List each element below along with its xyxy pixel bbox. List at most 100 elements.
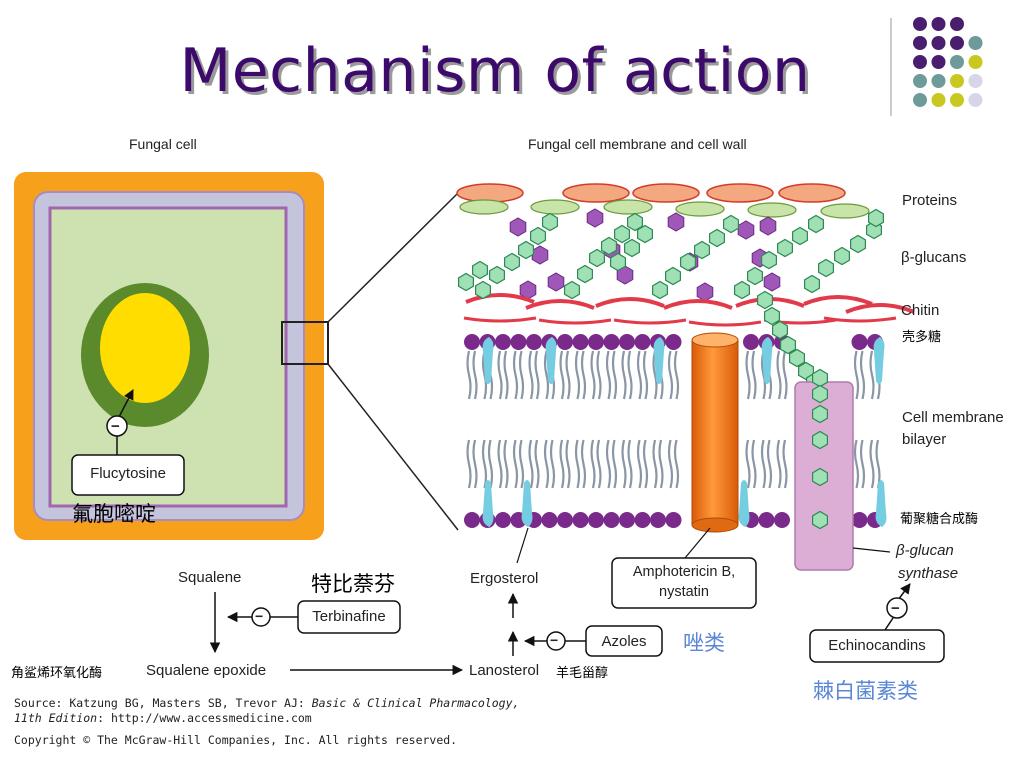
ergosterol-pointer — [516, 527, 529, 564]
glucan-unit — [756, 290, 774, 310]
echinocandins-inhibit-circle — [886, 597, 908, 619]
decorative-dot — [950, 17, 964, 31]
ergosterol-molecule-top — [873, 337, 885, 384]
glucan-unit — [458, 272, 474, 292]
lipid-tail-top — [745, 350, 757, 400]
glucan-unit — [817, 258, 835, 278]
glucan-unit — [623, 238, 641, 258]
decorative-dot — [913, 93, 927, 107]
azoles-box — [585, 625, 663, 657]
chitin-strand — [823, 316, 897, 323]
decorative-dot — [950, 74, 964, 88]
lipid-tail-bottom — [512, 439, 525, 489]
lipid-tail-bottom — [869, 439, 881, 489]
squalene-epoxidase-cn-label: 角鲨烯环氧化酶 — [11, 666, 103, 681]
lipid-bilayer — [464, 334, 887, 528]
amphotericin-label-line2: nystatin — [659, 584, 709, 600]
zoom-region-box — [281, 321, 329, 365]
lipid-head-bottom — [541, 512, 558, 528]
lipid-tail-top — [853, 350, 866, 400]
glucan-unit — [693, 240, 711, 260]
wall-protein-inner — [747, 202, 797, 218]
lipid-head-top — [634, 334, 651, 350]
lipid-head-bottom — [665, 512, 682, 528]
label-chitin-cn: 壳多糖 — [902, 330, 942, 345]
chitin-strand — [613, 318, 687, 325]
lipid-tail-top — [512, 350, 525, 400]
protein-residue — [509, 217, 527, 237]
ergosterol-molecule-top — [482, 337, 494, 384]
lipid-head-bottom — [464, 512, 480, 528]
glucan-unit — [803, 274, 821, 294]
lipid-head-top — [603, 334, 620, 350]
chitin-layer — [463, 293, 915, 327]
protein-residue — [763, 272, 781, 292]
lipid-head-bottom — [851, 512, 868, 528]
lipid-tail-bottom — [652, 439, 664, 489]
glucan-unit — [779, 335, 797, 355]
lipid-head-top — [464, 334, 480, 350]
lipid-tail-bottom — [776, 439, 788, 489]
glucan-unit — [664, 266, 682, 286]
glucan-unit — [763, 306, 781, 326]
terbinafine-label: Terbinafine — [312, 608, 386, 625]
decorative-dot — [968, 93, 983, 107]
glucan-unit — [833, 246, 851, 266]
wall-protein-outer — [778, 183, 846, 203]
decorative-dot — [931, 55, 946, 69]
glucan-unit — [771, 320, 789, 340]
chitin-strand — [803, 295, 873, 306]
chitin-strand — [845, 303, 915, 314]
decorative-dot — [913, 74, 927, 88]
protein-residue — [531, 245, 549, 265]
decorative-dot — [968, 55, 983, 69]
label-proteins: Proteins — [902, 192, 958, 209]
lipid-tail-top — [605, 350, 618, 400]
lipid-head-top — [588, 334, 604, 350]
lipid-tail-bottom — [760, 439, 773, 489]
flucytosine-label: Flucytosine — [90, 465, 166, 482]
echinocandins-cn-label: 棘白菌素类 — [813, 679, 918, 703]
glucan-unit — [722, 214, 740, 234]
ergosterol-molecule-top — [653, 337, 665, 384]
glucan-unit — [541, 212, 559, 232]
glucan-unit — [776, 238, 794, 258]
glucan-unit — [626, 212, 644, 232]
lipid-head-top — [743, 334, 759, 350]
wall-protein-outer — [632, 183, 700, 203]
glucan-unit — [600, 236, 618, 256]
synthase-pointer — [852, 547, 891, 553]
protein-residue — [519, 280, 537, 300]
decorative-dot — [968, 36, 983, 50]
synthase-glucan-unit — [811, 430, 829, 450]
lipid-head-bottom — [774, 512, 790, 528]
glucan-unit — [489, 265, 505, 285]
lipid-tail-bottom — [605, 439, 618, 489]
chitin-strand — [663, 299, 733, 310]
glucan-unit — [475, 280, 491, 300]
glucan-unit — [576, 264, 594, 284]
lipid-tail-bottom — [745, 439, 757, 489]
decorative-dot — [931, 74, 946, 88]
protein-residue — [667, 212, 685, 232]
lipid-head-top — [572, 334, 589, 350]
wall-protein-inner — [530, 199, 580, 215]
ergosterol-molecule-bottom — [738, 480, 750, 527]
source-line-1: Source: Katzung BG, Masters SB, Trevor A… — [14, 696, 520, 710]
lipid-head-top — [495, 334, 511, 350]
membrane-heading: Fungal cell membrane and cell wall — [528, 136, 747, 152]
lipid-tail-top — [466, 350, 478, 400]
glucan-unit — [760, 250, 778, 270]
fungal-cell-heading: Fungal cell — [129, 136, 197, 152]
ergosterol-molecule-top — [545, 337, 557, 384]
lipid-tail-bottom — [481, 439, 494, 489]
echinocandins-box — [809, 629, 945, 663]
lipid-tail-top — [559, 350, 571, 400]
echinocandins-arrow — [897, 583, 911, 601]
synthase-glucan-unit — [811, 368, 829, 388]
decorative-dot — [931, 36, 946, 50]
squalene-label: Squalene — [178, 569, 242, 586]
glucan-unit — [791, 226, 809, 246]
decorative-dot — [913, 55, 927, 69]
